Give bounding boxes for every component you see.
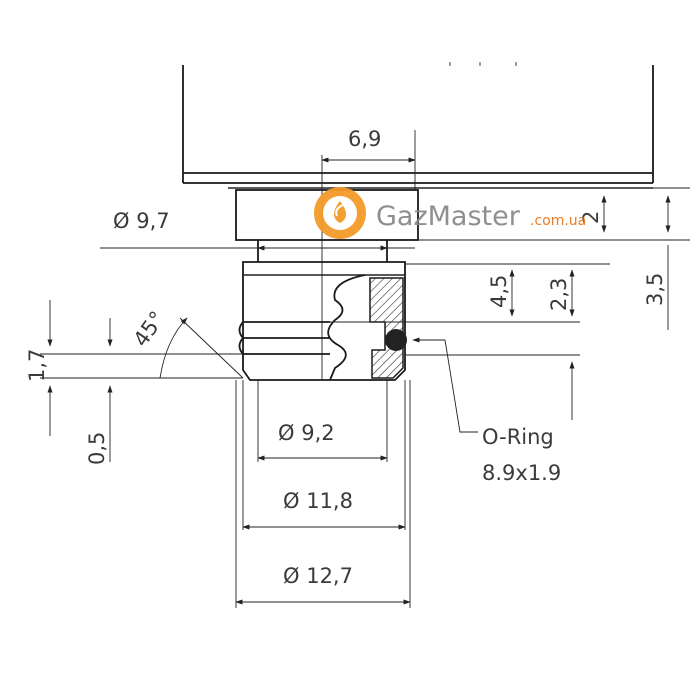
fitting-body: [235, 189, 419, 381]
dim-height-17-label: 1,7: [25, 349, 49, 382]
dim-diameter-127-label: Ø 12,7: [283, 564, 353, 588]
watermark-domain: .com.ua: [530, 213, 586, 229]
dim-right: 2 3,5 4,5 2,3: [330, 187, 690, 420]
dim-left: 1,7 0,5 45°: [25, 300, 244, 465]
dim-diameter-118-label: Ø 11,8: [283, 489, 353, 513]
watermark: GazMaster .com.ua: [314, 187, 586, 239]
dim-height-23-label: 2,3: [547, 278, 571, 311]
dim-diameter-97-label: Ø 9,7: [113, 209, 170, 233]
dim-diameter-92-label: Ø 9,2: [278, 421, 335, 445]
section-hatch: [369, 277, 404, 379]
dim-height-35-label: 3,5: [643, 273, 667, 306]
dim-bottom: Ø 9,2 Ø 11,8 Ø 12,7: [235, 380, 411, 608]
oring-label: O-Ring: [482, 425, 554, 449]
dim-diameter-97: Ø 9,7: [100, 209, 415, 251]
dim-height-45-label: 4,5: [487, 275, 511, 308]
dim-width-top: 6,9: [321, 127, 416, 380]
dim-width-top-label: 6,9: [348, 127, 381, 151]
oring-callout: O-Ring 8.9x1.9: [412, 337, 561, 485]
dim-angle-45-label: 45°: [129, 307, 170, 351]
oring-size: 8.9x1.9: [482, 461, 561, 485]
dim-height-2-label: 2: [579, 211, 603, 224]
dim-height-05-label: 0,5: [85, 432, 109, 465]
gear-flame-logo-icon: [314, 187, 366, 239]
watermark-brand: GazMaster: [376, 201, 521, 232]
housing-body: [182, 62, 654, 189]
